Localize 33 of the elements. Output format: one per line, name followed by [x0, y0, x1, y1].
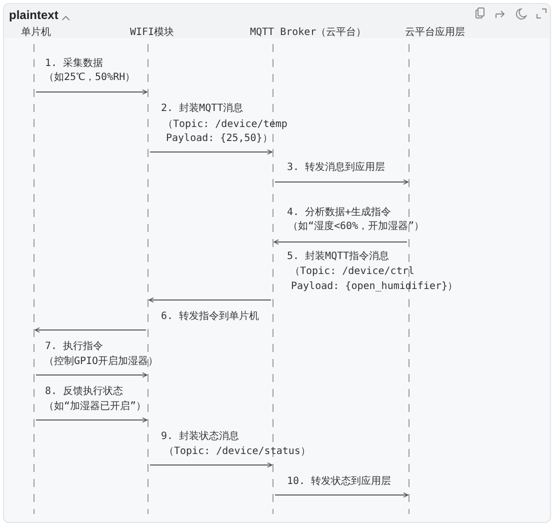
- participant-label: 单片机: [21, 26, 51, 39]
- step-text: 8. 反馈执行状态: [45, 385, 124, 398]
- step-text: 7. 执行指令: [45, 340, 104, 353]
- step-text: 10. 转发状态到应用层: [287, 475, 392, 488]
- step-text: （Topic: /device/ctrl: [290, 265, 414, 278]
- arrow: [150, 149, 272, 155]
- participant-label: WIFI模块: [130, 26, 174, 39]
- step-text: （控制GPIO开启加湿器）: [44, 355, 158, 368]
- arrow: [150, 462, 272, 468]
- step-text: 1. 采集数据: [45, 57, 104, 70]
- participant-label: 云平台应用层: [405, 26, 465, 39]
- step-text: （如“加湿器已开启”）: [44, 400, 146, 413]
- step-text: Payload: {open_humidifier}）: [291, 280, 458, 293]
- arrow: [36, 417, 148, 423]
- step-text: 5. 封装MQTT指令消息: [287, 250, 390, 263]
- step-text: 2. 封装MQTT消息: [161, 102, 244, 115]
- step-text: （Topic: /device/temp: [163, 118, 288, 131]
- step-text: 9. 封装状态消息: [161, 430, 240, 443]
- step-text: （Topic: /device/status）: [164, 445, 310, 458]
- step-text: （如25℃，50%RH）: [44, 71, 136, 84]
- arrow: [274, 179, 408, 185]
- step-text: 4. 分析数据+生成指令: [287, 206, 392, 219]
- step-text: Payload: {25,50}）: [166, 132, 272, 145]
- arrow: [36, 372, 148, 378]
- step-text: 3. 转发消息到应用层: [287, 161, 386, 174]
- arrow: [274, 239, 408, 245]
- step-text: （如“湿度<60%，开加湿器”）: [288, 220, 424, 233]
- arrow: [36, 89, 148, 95]
- arrow: [148, 297, 272, 303]
- step-text: 6. 转发指令到单片机: [161, 310, 260, 323]
- arrow: [34, 327, 146, 333]
- arrow: [274, 492, 408, 498]
- participant-label: MQTT Broker（云平台）: [250, 26, 366, 39]
